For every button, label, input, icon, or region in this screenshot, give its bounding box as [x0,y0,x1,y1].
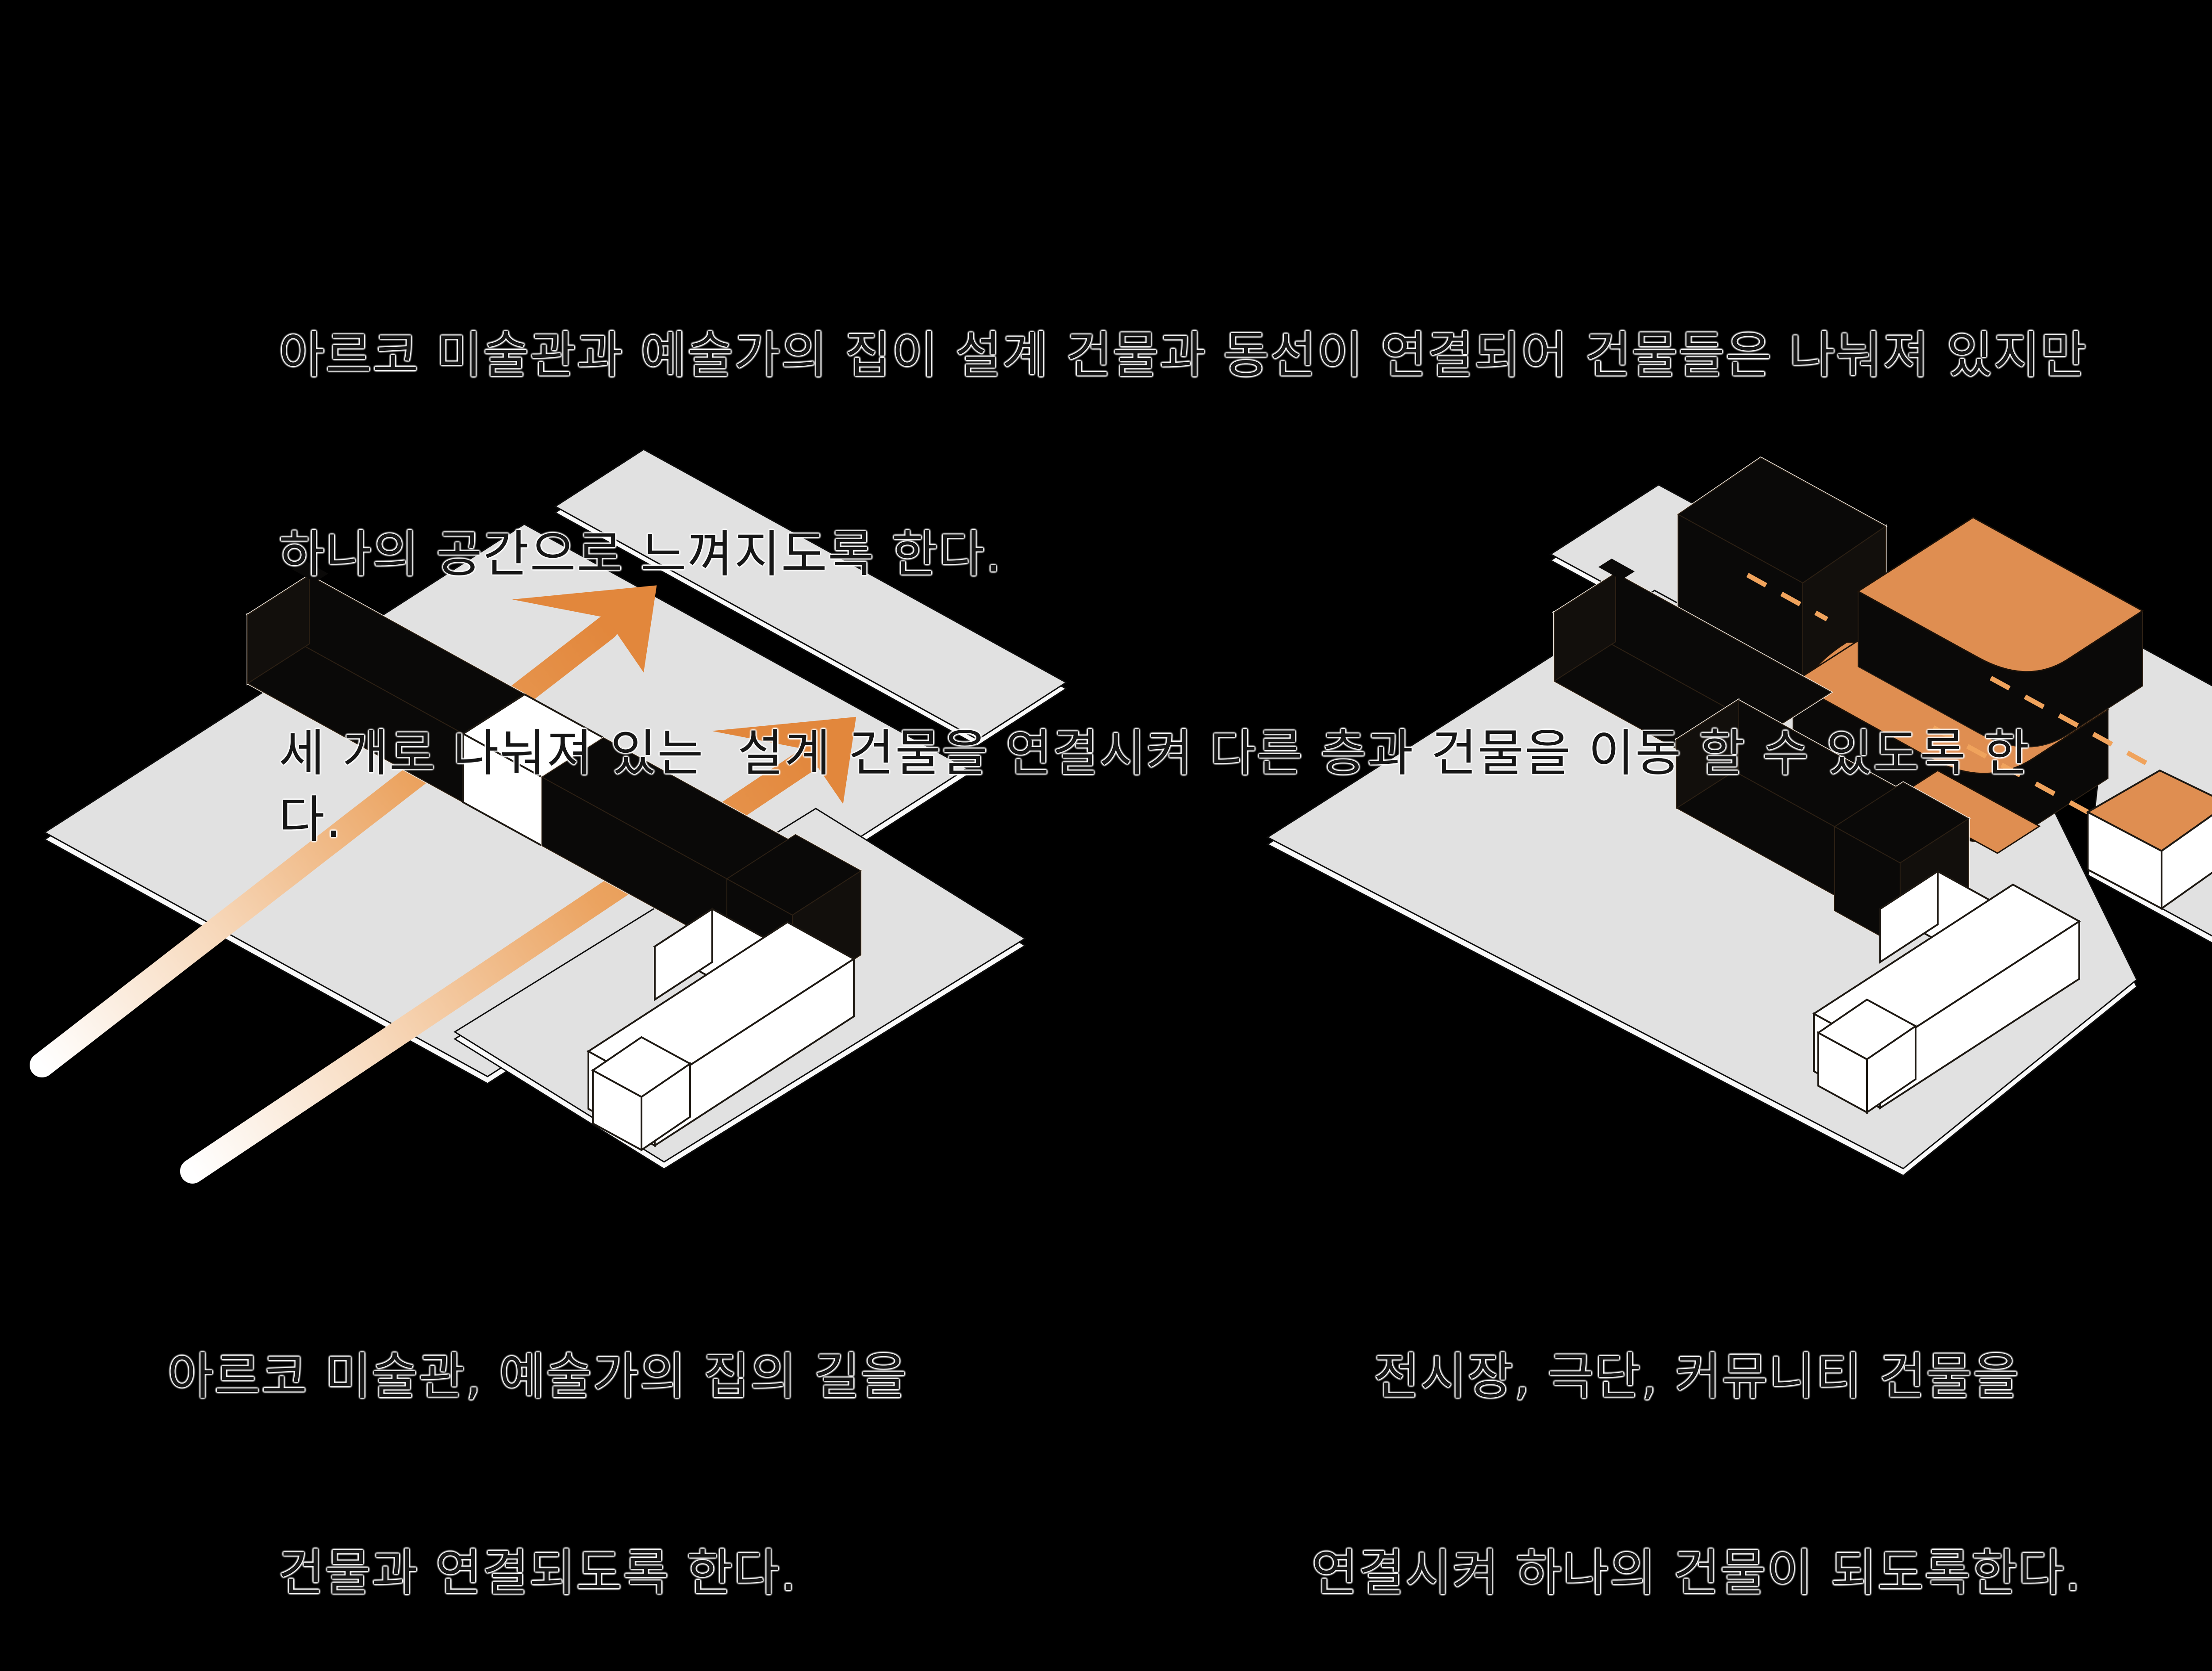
orange-rounded-stack [1792,517,2144,854]
title-block: 아르코 미술관과 예술가의 집이 설계 건물과 동선이 연결되어 건물들은 나눠… [279,189,2093,919]
right-caption-line-2: 연결시켜 하나의 건물이 되도록한다. [1311,1544,2082,1602]
left-white-cross-building [587,907,856,1152]
diagram-scene [30,448,2212,1184]
left-site-plane-upper-strip [554,448,1068,747]
right-caption-line-1: 전시장, 극단, 커뮤니티 건물을 [1373,1347,2020,1406]
right-diagram-caption: 전시장, 극단, 커뮤니티 건물을 연결시켜 하나의 건물이 되도록한다. [1287,1213,2106,1671]
title-line-3: 세 개로 나눠져 있는 설계 건물을 연결시켜 다른 층과 건물을 이동 할 수… [279,724,2031,849]
orange-top-cube [2085,769,2212,910]
left-black-bar-building-back [246,561,527,805]
title-line-2: 하나의 공간으로 느껴지도록 한다. [279,525,1002,583]
title-line-1: 아르코 미술관과 예술가의 집이 설계 건물과 동선이 연결되어 건물들은 나눠… [279,326,2087,384]
right-diagram [1266,456,2212,1177]
arrow-2-head-icon [711,717,856,804]
arrow-1-head-icon [512,585,657,673]
connection-dashed-lines [1746,573,2161,814]
right-white-cross-building [1812,870,2081,1114]
left-caption-line-2: 건물과 연결되도록 한다. [278,1544,797,1602]
left-caption-line-1: 아르코 미술관, 예술가의 집의 길을 [167,1347,908,1406]
left-diagram [30,448,1068,1184]
left-diagram-caption: 아르코 미술관, 예술가의 집의 길을 건물과 연결되도록 한다. [128,1213,947,1671]
